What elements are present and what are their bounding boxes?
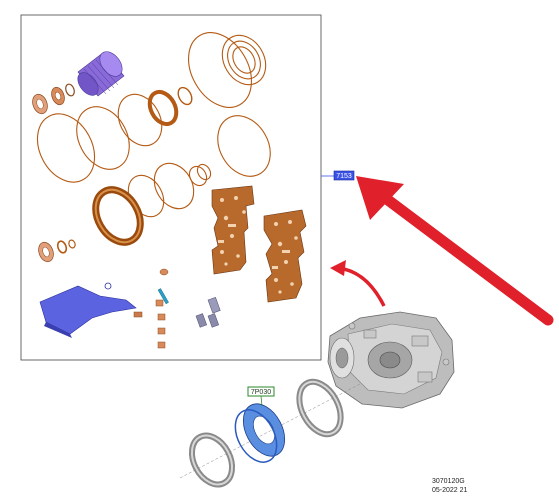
copper-washer-group-middle bbox=[38, 239, 76, 263]
copper-washer-group-top bbox=[32, 83, 75, 115]
valve-body-gasket-left bbox=[211, 185, 255, 275]
curved-arrow-head bbox=[330, 260, 346, 276]
o-ring-set-middle-right bbox=[127, 115, 271, 218]
small-fittings bbox=[133, 268, 169, 349]
reference-code: 3070120G bbox=[432, 478, 465, 485]
o-ring-set-top-right bbox=[188, 32, 267, 108]
blue-bracket-part bbox=[39, 282, 137, 338]
o-ring-set-left bbox=[36, 93, 163, 183]
kit-frame bbox=[20, 14, 322, 361]
bearing-callout-leader bbox=[260, 395, 263, 407]
purple-drum-part bbox=[77, 51, 125, 97]
transmission-housing bbox=[327, 311, 455, 409]
gray-pistons bbox=[195, 296, 221, 328]
kit-callout-box bbox=[333, 170, 355, 181]
valve-body-gasket-right bbox=[263, 209, 307, 303]
shaft-axis-line bbox=[179, 383, 361, 479]
lower-seal-rings bbox=[188, 378, 344, 488]
seal-ring-small bbox=[177, 86, 193, 106]
blue-bearing-part bbox=[234, 403, 286, 463]
bronze-band-ring bbox=[92, 186, 144, 246]
red-arrow-icon bbox=[356, 176, 554, 326]
kit-callout-label: 7153 bbox=[336, 173, 352, 180]
curved-red-arrow-icon bbox=[337, 266, 386, 307]
thick-seal-ring bbox=[147, 89, 179, 127]
reference-date: 05-2022 21 bbox=[432, 487, 468, 494]
bearing-callout-label: 7P030 bbox=[251, 389, 271, 396]
